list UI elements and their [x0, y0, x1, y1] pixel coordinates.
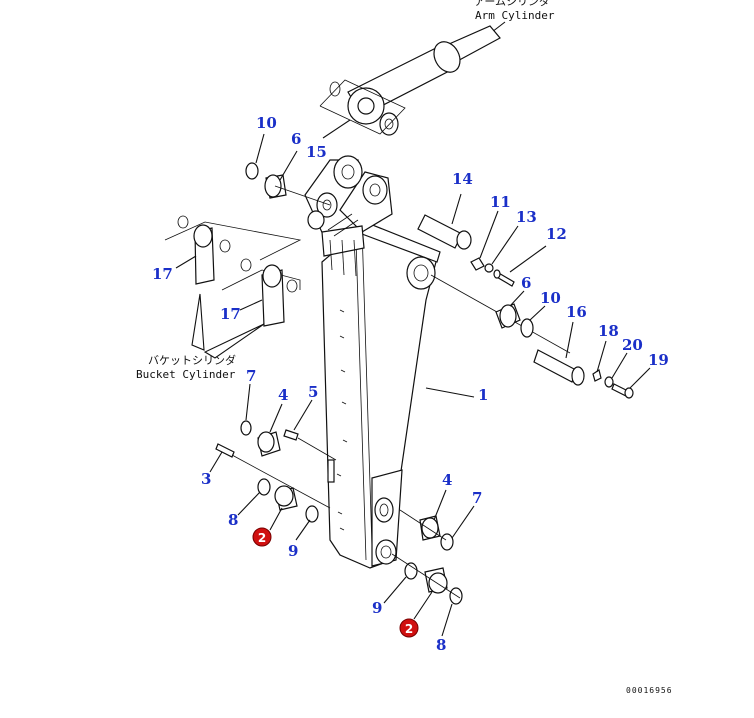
callout-2-right: 2	[399, 618, 419, 638]
ring-9-right	[404, 562, 418, 580]
bucket-cylinder-label-jp: バケットシリンダ	[148, 353, 236, 367]
callout-11: 11	[490, 193, 511, 211]
fitting-3	[215, 443, 331, 509]
arm-cylinder-label-jp: アームシリンダ	[474, 0, 550, 8]
callout-15: 15	[306, 143, 327, 161]
arm-cylinder	[319, 21, 506, 136]
callout-3: 3	[201, 470, 211, 488]
leader-lines	[175, 119, 651, 637]
callout-17-upper: 17	[152, 265, 173, 283]
callout-19: 19	[648, 351, 669, 369]
callout-5: 5	[308, 383, 318, 401]
callout-4-left: 4	[278, 386, 288, 404]
bushing-6-right	[495, 303, 521, 329]
callout-10-right: 10	[540, 289, 561, 307]
callout-2-left: 2	[252, 527, 272, 547]
callout-9-left: 9	[288, 542, 298, 560]
seal-8-right	[449, 587, 463, 605]
seal-7-left	[240, 420, 252, 436]
callout-14: 14	[452, 170, 473, 188]
washer-13	[484, 263, 494, 273]
callout-6-right: 6	[521, 274, 531, 292]
seal-10-left	[245, 162, 259, 180]
bushing-2-left	[274, 485, 298, 511]
callout-20: 20	[622, 336, 643, 354]
bushing-2-right	[424, 567, 448, 594]
pin-14	[417, 214, 472, 250]
bolt-19	[611, 383, 634, 399]
callout-13: 13	[516, 208, 537, 226]
bucket-cylinder-bracket-lower	[221, 258, 301, 327]
arm-cylinder-label-en: Arm Cylinder	[475, 9, 555, 22]
bucket-cylinder-label-en: Bucket Cylinder	[136, 368, 236, 381]
svg-text:2: 2	[405, 622, 413, 636]
seal-10-right	[520, 318, 534, 338]
bushing-4-left	[257, 431, 281, 457]
svg-text:2: 2	[258, 531, 266, 545]
fitting-5	[283, 429, 299, 441]
callout-7-left: 7	[246, 367, 256, 385]
drawing-code: 00016956	[626, 686, 673, 695]
callout-9-right: 9	[372, 599, 382, 617]
callout-8-right: 8	[436, 636, 446, 654]
callout-1: 1	[478, 386, 488, 404]
seal-8-left	[257, 478, 271, 496]
callout-18: 18	[598, 322, 619, 340]
callout-6-left: 6	[291, 130, 301, 148]
callout-4-right: 4	[442, 471, 452, 489]
bolt-12	[493, 269, 515, 287]
callout-10-left: 10	[256, 114, 277, 132]
bushing-4-right	[419, 515, 441, 541]
callout-17-lower: 17	[220, 305, 241, 323]
callout-8-left: 8	[228, 511, 238, 529]
ring-9-left	[305, 505, 319, 523]
callout-16: 16	[566, 303, 587, 321]
plate-11	[470, 257, 485, 271]
bucket-cylinder-bracket-upper	[164, 215, 302, 285]
seal-7-right	[440, 533, 454, 551]
arm-top-bracket	[304, 155, 393, 277]
arm-body	[321, 221, 441, 569]
washer-20	[604, 376, 614, 388]
callout-7-right: 7	[472, 489, 482, 507]
pin-16	[533, 349, 585, 386]
callout-12: 12	[546, 225, 567, 243]
